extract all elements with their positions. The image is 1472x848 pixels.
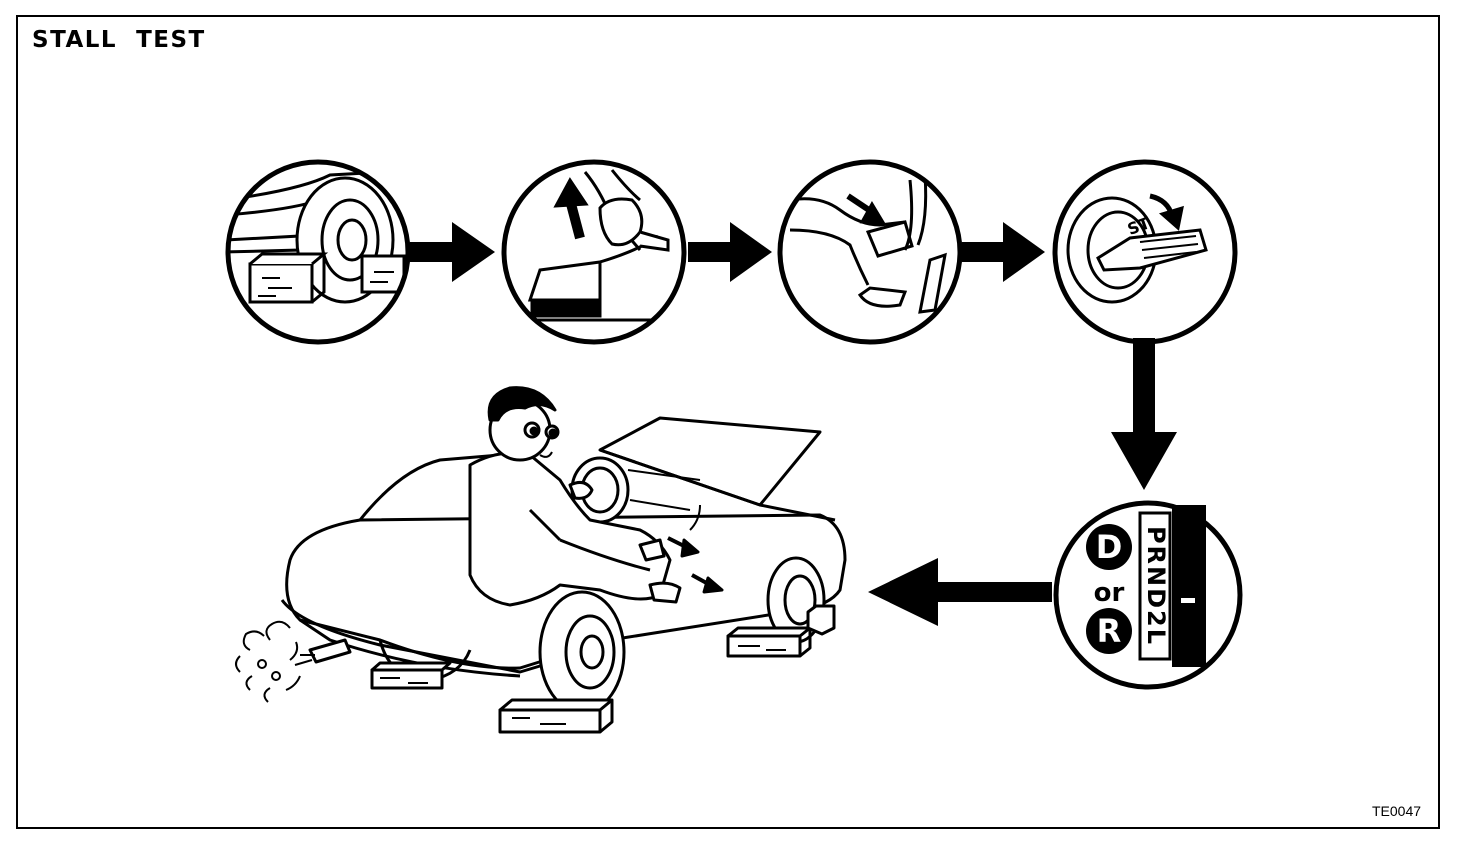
exhaust-pipe xyxy=(308,638,352,664)
flow-arrows xyxy=(410,222,1177,626)
gear-r-label: R xyxy=(1097,612,1122,650)
gear-d-label: D xyxy=(1096,528,1123,566)
arrow-right-icon xyxy=(962,222,1045,282)
gear-d-badge xyxy=(1086,524,1132,570)
chock-block xyxy=(806,604,836,636)
gear-indicator xyxy=(1181,598,1195,603)
gear-positions-label: PRND2L xyxy=(1142,526,1170,646)
wheel-chock-icon xyxy=(228,168,408,304)
gear-r-badge xyxy=(1086,608,1132,654)
brake-pedal-foot-icon xyxy=(789,174,947,314)
step-brake-pedal xyxy=(777,159,963,345)
driver-foot xyxy=(648,581,682,604)
chock-block xyxy=(726,626,812,658)
chock-block xyxy=(370,661,452,690)
figure-title: STALL TEST xyxy=(32,27,206,53)
step-ignition-start: ST xyxy=(1052,159,1238,345)
gear-position-strip xyxy=(1138,511,1172,661)
gear-gate xyxy=(1172,505,1206,667)
car-stall-scene xyxy=(235,386,847,734)
figure-code: TE0047 xyxy=(1372,803,1422,819)
step-parking-brake xyxy=(501,159,687,345)
arrow-right-icon xyxy=(688,222,772,282)
gear-positions: PRND2L xyxy=(1142,526,1170,646)
parking-brake-lever-icon xyxy=(527,169,680,322)
exhaust-smoke-icon xyxy=(235,620,301,703)
gear-or-label: or xyxy=(1094,578,1125,608)
car-roof xyxy=(358,453,501,521)
driver-figure xyxy=(468,386,682,607)
arrow-down-icon xyxy=(1111,338,1177,490)
figure-frame xyxy=(16,15,1440,829)
shift-lever-icon: D or R PRND2L xyxy=(1086,505,1206,667)
arrow-right-icon xyxy=(410,222,495,282)
driver-body xyxy=(468,451,672,607)
ignition-key-icon: ST xyxy=(1066,193,1208,304)
step-chock-wheels xyxy=(225,159,411,345)
step-select-gear: D or R PRND2L xyxy=(1053,500,1243,690)
chock-block xyxy=(498,698,614,734)
driver-hand xyxy=(568,480,594,500)
arrow-left-icon xyxy=(868,558,1052,626)
